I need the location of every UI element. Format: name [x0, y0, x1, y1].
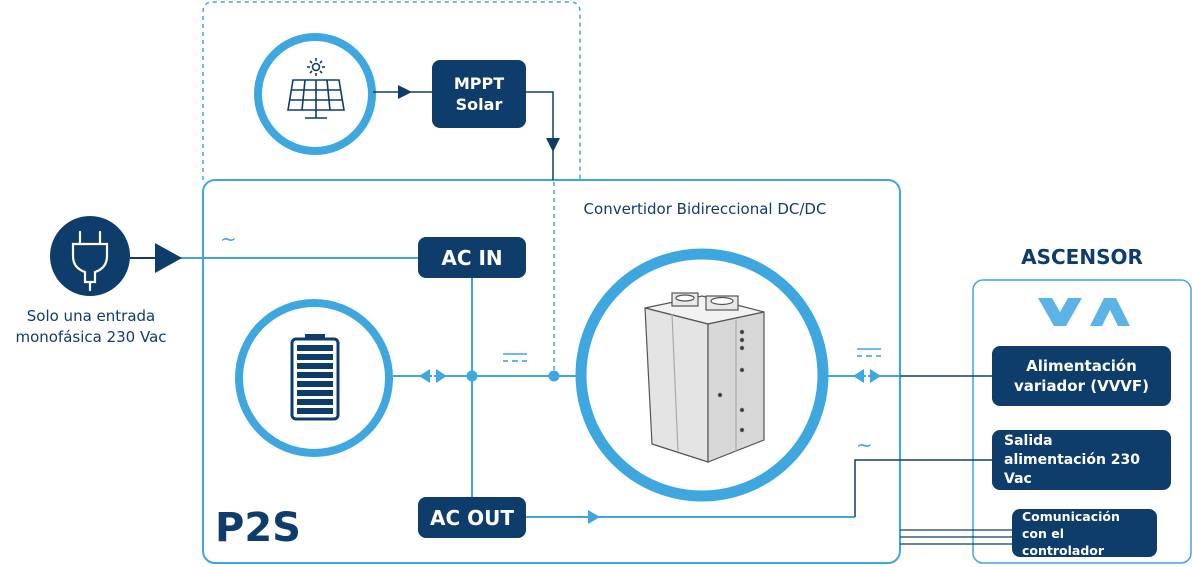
ac-out-box: AC OUT [418, 497, 526, 538]
ac-out-label: AC OUT [429, 505, 514, 530]
svg-text:~: ~ [856, 433, 873, 457]
mppt-solar-box: MPPT Solar [432, 60, 526, 128]
comunicacion-label: Comunicación con el controlador [1022, 508, 1120, 558]
vvvf-box: Alimentación variador (VVVF) [992, 346, 1171, 406]
p2s-frame [202, 179, 901, 564]
ascensor-title: ASCENSOR [1021, 245, 1143, 269]
solar-circle [254, 33, 376, 155]
salida-label: Salida alimentación 230 Vac [1004, 432, 1141, 487]
converter-title: Convertidor Bidireccional DC/DC [583, 200, 827, 218]
converter-cabinet-icon [644, 292, 765, 463]
ac-in-label: AC IN [441, 245, 503, 270]
battery-icon [290, 334, 340, 421]
svg-text:~: ~ [220, 227, 237, 251]
input-label: Solo una entrada monofásica 230 Vac [15, 307, 167, 346]
mppt-solar-label: MPPT Solar [453, 74, 505, 114]
vvvf-label: Alimentación variador (VVVF) [1014, 357, 1150, 395]
comunicacion-box: Comunicación con el controlador [1012, 508, 1157, 558]
solar-panel-icon [287, 58, 345, 119]
brand-logo-icon [1038, 298, 1130, 326]
ascensor-frame [972, 279, 1192, 564]
p2s-label: P2S [215, 505, 301, 551]
ac-in-box: AC IN [418, 237, 526, 278]
solar-dashed-frame [202, 1, 581, 180]
plug-circle [50, 216, 130, 296]
plug-icon [71, 230, 109, 292]
salida-box: Salida alimentación 230 Vac [992, 430, 1171, 490]
